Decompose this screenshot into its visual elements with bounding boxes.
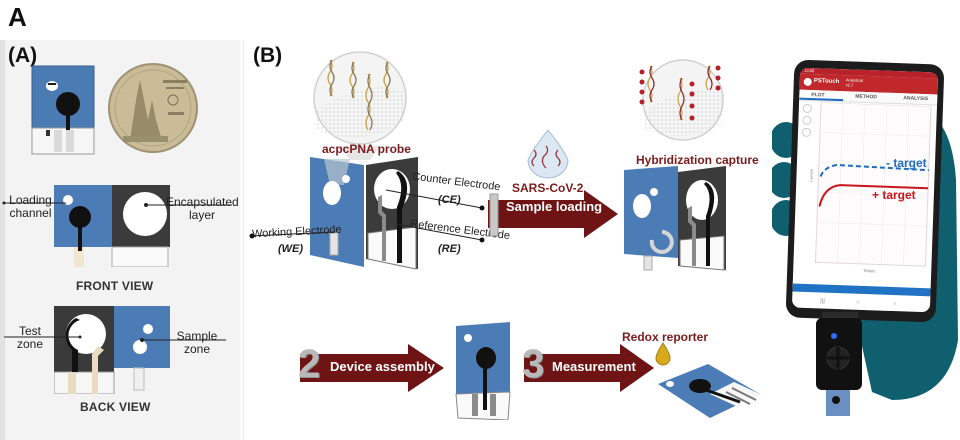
- nav-recents-icon[interactable]: |||: [820, 298, 825, 305]
- nav-back-icon[interactable]: ‹: [893, 301, 897, 308]
- sars-cov-2-label: SARS-CoV-2: [512, 181, 584, 195]
- working-electrode-abbr: (WE): [278, 243, 304, 255]
- panel-divider: [243, 40, 244, 440]
- plus-target-legend: + target: [872, 188, 916, 202]
- electrode-callout-lines: [249, 189, 485, 243]
- hybridization-label: Hybridization capture: [636, 153, 759, 167]
- step-3-label: Measurement: [552, 359, 636, 374]
- zoom-fit-icon[interactable]: [802, 103, 813, 114]
- y-axis-label: Current: [808, 168, 813, 182]
- sars-cov-2-droplet: [527, 129, 569, 179]
- step-2-label: Device assembly: [330, 359, 435, 374]
- callout-line1: Sample: [176, 329, 218, 343]
- pna-probe-strands: [327, 59, 391, 131]
- back-view-photo: [54, 306, 170, 394]
- loading-channel-callout: Loading channel: [8, 194, 53, 220]
- x-axis-label: Time/s: [863, 268, 875, 273]
- front-view-callout-lines: [2, 201, 232, 207]
- measurement-device-flat: [658, 364, 760, 418]
- callout-line2: zone: [183, 342, 211, 356]
- phone-screen: 13:00 PSTouch Analytical v2.7 PLOT METHO…: [791, 67, 939, 313]
- active-tab-indicator: [799, 97, 844, 102]
- probe-label: acpcPNA probe: [322, 142, 411, 156]
- tab-analysis[interactable]: ANALYSIS: [903, 95, 929, 103]
- back-view-title: BACK VIEW: [80, 400, 151, 414]
- series-plus-target-line: [818, 184, 929, 207]
- viral-rna-strands: [531, 145, 561, 169]
- test-zone-callout: Test zone: [14, 325, 46, 351]
- coin-photo: [108, 63, 198, 153]
- callout-line1: Test: [18, 324, 41, 338]
- assembled-device: [455, 322, 511, 420]
- step-1-arrow: [488, 190, 618, 238]
- panel-b-label: (B): [253, 44, 283, 67]
- redox-dots: [639, 65, 721, 121]
- step-3-number: 3: [522, 342, 545, 386]
- step-3-arrow: [524, 344, 654, 392]
- open-device-electrodes: [310, 157, 418, 270]
- app-bottom-bar: [792, 283, 931, 297]
- callout-line2: channel: [9, 206, 52, 220]
- front-view-photo: [54, 185, 170, 267]
- reference-electrode-abbr: (RE): [438, 243, 461, 255]
- device-and-coin-photo: [31, 63, 198, 155]
- app-subtitle-line2: v2.7: [845, 82, 854, 88]
- figure-letter: A: [8, 2, 27, 32]
- panel-a-label: (A): [8, 44, 38, 67]
- android-nav-bar: ||| ○ ‹: [792, 296, 930, 313]
- front-view-title: FRONT VIEW: [76, 279, 154, 293]
- zoom-icon[interactable]: [802, 115, 812, 126]
- app-subtitle: Analytical v2.7: [846, 77, 863, 88]
- callout-line2: zone: [16, 337, 44, 351]
- step-2-arrow: [300, 344, 444, 392]
- reset-icon[interactable]: [801, 127, 812, 138]
- minus-target-legend: - target: [886, 156, 927, 170]
- smartphone: 13:00 PSTouch Analytical v2.7 PLOT METHO…: [785, 59, 945, 323]
- device-photo: [31, 65, 95, 155]
- app-name: PSTouch: [813, 78, 840, 86]
- nav-home-icon[interactable]: ○: [855, 299, 860, 306]
- encapsulated-layer-callout: Encapsulated layer: [166, 195, 239, 222]
- phone-plot: Current Time/s: [808, 102, 932, 273]
- hybridized-strands: [647, 65, 713, 121]
- callout-line1: Encapsulated: [166, 195, 239, 209]
- callout-line1: Loading: [9, 193, 52, 207]
- callout-line2: layer: [188, 208, 215, 222]
- tab-method[interactable]: METHOD: [855, 93, 878, 101]
- step-1-label: Sample loading: [506, 199, 603, 214]
- probe-magnifier: [313, 51, 407, 160]
- back-view-callout-lines: [4, 335, 226, 342]
- led-indicator-icon: [831, 333, 837, 339]
- redox-drop-icon: [655, 342, 671, 366]
- series-minus-target-line: [819, 163, 929, 177]
- step-2-number: 2: [298, 342, 321, 386]
- hybridization-magnifier: [639, 59, 724, 141]
- sample-zone-callout: Sample zone: [172, 330, 222, 356]
- counter-electrode-abbr: (CE): [438, 194, 461, 206]
- hybridized-device: [624, 166, 726, 271]
- potentiostat-reader: [816, 312, 862, 416]
- redox-reporter-label: Redox reporter: [622, 330, 709, 344]
- app-logo-icon: [803, 77, 812, 87]
